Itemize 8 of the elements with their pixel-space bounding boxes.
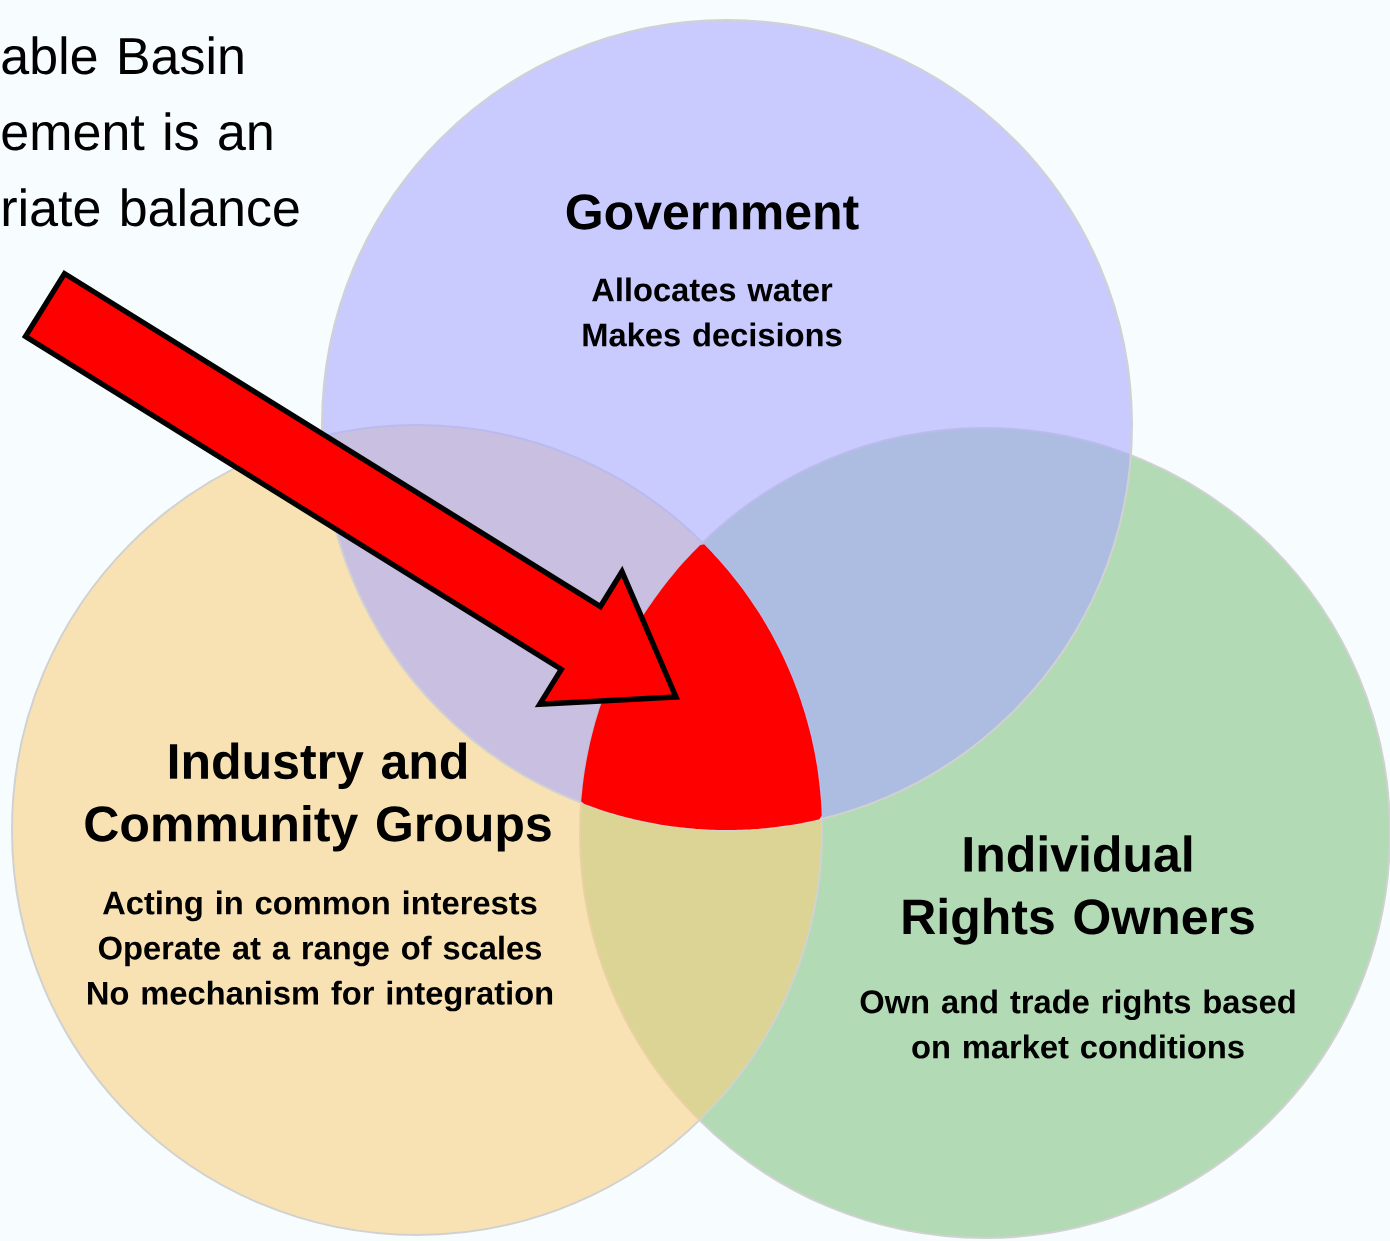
heading: Industry and Community Groups [85, 742, 551, 852]
heading: Government [566, 194, 859, 230]
description-text: Allocates water Makes decisions [583, 277, 842, 347]
statement-text: able Basin ement is an riate balance [2, 36, 299, 227]
description-text: Acting in common interests Operate at a range of scales No mechanism for integration [88, 890, 553, 1012]
heading: Individual Rights Owners [903, 835, 1254, 945]
center-region [581, 544, 822, 830]
description-text: Own and trade rights based on market conditions [860, 989, 1295, 1059]
